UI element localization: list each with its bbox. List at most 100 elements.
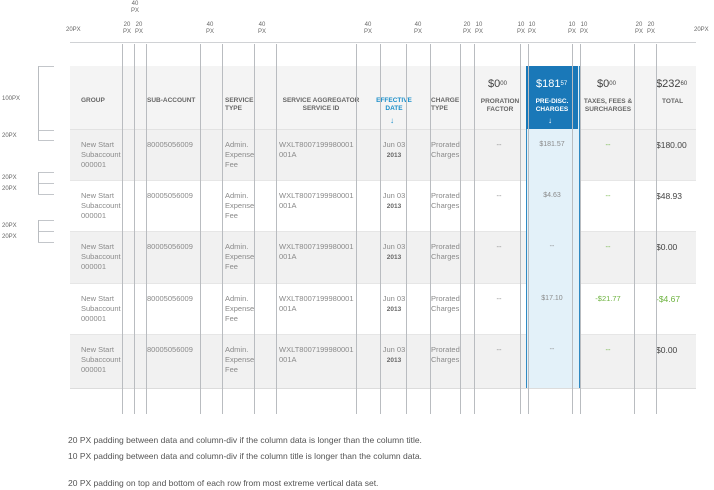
guide-line xyxy=(656,44,657,414)
guide-line xyxy=(520,44,521,414)
guide-line xyxy=(356,44,357,414)
cell-proration: -- xyxy=(496,294,502,303)
spacing-label: 20PX xyxy=(694,27,709,33)
guide-line xyxy=(460,44,461,414)
table-row[interactable] xyxy=(70,231,696,284)
header-taxes[interactable]: TAXES, FEES &SURCHARGES xyxy=(583,98,633,113)
guide-line xyxy=(146,44,147,414)
guide-line xyxy=(38,172,54,173)
spacing-label: 20PX xyxy=(2,186,17,192)
guide-line xyxy=(38,66,39,130)
cell-sub-account: 80005056009 xyxy=(147,140,193,149)
spacing-label: 100PX xyxy=(2,96,21,102)
cell-total: $48.93 xyxy=(656,191,682,201)
note-line: 20 PX padding on top and bottom of each … xyxy=(68,478,379,488)
grand-total: $23260 xyxy=(656,78,688,90)
guide-line xyxy=(634,44,635,414)
guide-line xyxy=(38,130,54,131)
cell-taxes: -$21.77 xyxy=(595,294,621,303)
cell-total: $0.00 xyxy=(656,242,678,252)
spacing-label: 20PX xyxy=(2,234,17,240)
cell-taxes: -- xyxy=(605,140,611,149)
cell-proration: -- xyxy=(496,345,502,354)
table-row[interactable] xyxy=(70,283,696,335)
guide-line xyxy=(38,172,39,194)
taxes-total: $000 xyxy=(597,78,616,90)
selected-column-header[interactable] xyxy=(526,66,578,129)
header-group[interactable]: GROUP xyxy=(81,97,105,104)
cell-prediscount: $17.10 xyxy=(541,295,563,302)
guide-line xyxy=(70,42,696,43)
header-prediscount[interactable]: PRE-DISC.CHARGES xyxy=(535,98,569,113)
header-sub-account[interactable]: SUB-ACCOUNT xyxy=(147,97,196,104)
guide-line xyxy=(38,183,54,184)
cell-sub-account: 80005056009 xyxy=(147,294,193,303)
guide-line xyxy=(122,44,123,414)
cell-total: $0.00 xyxy=(656,345,678,355)
guide-line xyxy=(38,140,54,141)
prediscount-total: $18157 xyxy=(536,78,568,90)
guide-line xyxy=(276,44,277,414)
cell-total: $180.00 xyxy=(656,140,687,150)
guide-line xyxy=(430,44,431,414)
note-line: 10 PX padding between data and column-di… xyxy=(68,451,422,461)
arrow-down-icon[interactable]: ↓ xyxy=(390,116,394,125)
header-row xyxy=(70,66,696,129)
guide-line xyxy=(580,44,581,414)
cell-prediscount: -- xyxy=(549,346,555,353)
cell-sub-account: 80005056009 xyxy=(147,191,193,200)
cell-taxes: -- xyxy=(605,345,611,354)
proration-total: $000 xyxy=(488,78,507,90)
header-total[interactable]: TOTAL xyxy=(662,98,684,105)
table-row[interactable] xyxy=(70,129,696,181)
spacing-label: 20PX xyxy=(66,27,81,33)
guide-line xyxy=(38,242,54,243)
table-row[interactable] xyxy=(70,180,696,232)
guide-line xyxy=(38,66,54,67)
cell-total: -$4.67 xyxy=(656,294,681,304)
cell-proration: -- xyxy=(496,191,502,200)
table-row[interactable] xyxy=(70,334,696,389)
guide-line xyxy=(200,44,201,414)
arrow-down-icon[interactable]: ↓ xyxy=(548,116,552,125)
spacing-label: 20PX xyxy=(2,223,17,229)
guide-line xyxy=(38,194,54,195)
